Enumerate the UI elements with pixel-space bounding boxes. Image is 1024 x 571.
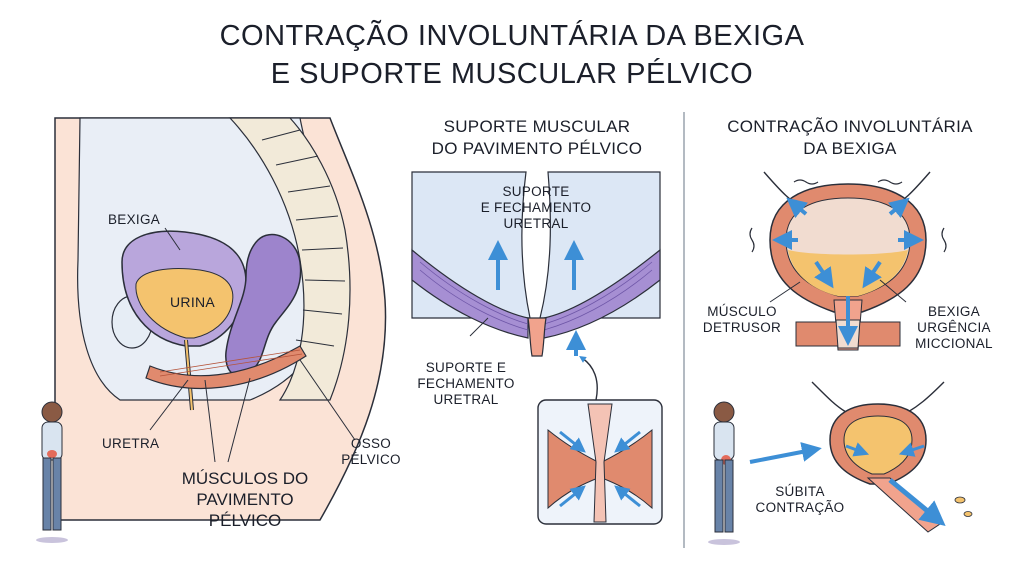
pelvis-cross-section <box>54 117 387 521</box>
middle-heading: SUPORTE MUSCULAR DO PAVIMENTO PÉLVICO <box>412 116 662 160</box>
label-urgency-line-3: MICCIONAL <box>915 336 993 351</box>
label-support-left-line-3: URETRAL <box>433 392 499 407</box>
bladder-contraction-diagram <box>749 171 973 533</box>
label-support-left-line-1: SUPORTE E <box>425 360 507 375</box>
label-osso-pelvico: OSSO PÉLVICO <box>336 436 406 468</box>
label-musculo-detrusor: MÚSCULO DETRUSOR <box>700 304 784 336</box>
label-bexiga: BEXIGA <box>108 212 161 227</box>
middle-heading-line-1: SUPORTE MUSCULAR <box>443 117 631 136</box>
label-detrusor-line-2: DETRUSOR <box>702 320 782 335</box>
woman-figure-right <box>708 401 740 545</box>
main-title-line-1: CONTRAÇÃO INVOLUNTÁRIA DA BEXIGA <box>219 20 805 52</box>
label-subita-contracao: SÚBITA CONTRAÇÃO <box>752 484 848 516</box>
label-support-top-line-2: E FECHAMENTO <box>480 200 592 215</box>
pelvic-floor-support-diagram <box>411 171 663 525</box>
label-urgency-line-2: URGÊNCIA <box>917 320 991 335</box>
right-heading: CONTRAÇÃO INVOLUNTÁRIA DA BEXIGA <box>700 116 1000 160</box>
label-sudden-line-2: CONTRAÇÃO <box>755 500 845 515</box>
label-sudden-line-1: SÚBITA <box>775 484 825 499</box>
label-musculos-pavimento: MÚSCULOS DO PAVIMENTO PÉLVICO <box>160 468 330 531</box>
label-urina: URINA <box>170 294 216 310</box>
label-support-top: SUPORTE E FECHAMENTO URETRAL <box>480 184 592 232</box>
woman-figure-left <box>36 401 68 543</box>
label-detrusor-line-1: MÚSCULO <box>707 304 777 319</box>
right-heading-line-1: CONTRAÇÃO INVOLUNTÁRIA <box>727 117 973 136</box>
right-heading-line-2: DA BEXIGA <box>803 139 897 158</box>
label-support-top-line-1: SUPORTE <box>502 184 570 199</box>
middle-heading-line-2: DO PAVIMENTO PÉLVICO <box>431 139 643 158</box>
label-support-left: SUPORTE E FECHAMENTO URETRAL <box>414 360 518 408</box>
label-urgencia-miccional: BEXIGA URGÊNCIA MICCIONAL <box>912 304 996 352</box>
label-uretra: URETRA <box>102 436 160 451</box>
label-musculos-line-1: MÚSCULOS DO <box>181 469 309 488</box>
label-musculos-line-2: PAVIMENTO PÉLVICO <box>196 490 294 530</box>
label-urgency-line-1: BEXIGA <box>927 304 981 319</box>
label-osso-line-2: PÉLVICO <box>341 452 401 467</box>
main-title-line-2: E SUPORTE MUSCULAR PÉLVICO <box>270 58 754 90</box>
label-support-left-line-2: FECHAMENTO <box>417 376 515 391</box>
label-osso-line-1: OSSO <box>350 436 392 451</box>
label-support-top-line-3: URETRAL <box>503 216 569 231</box>
